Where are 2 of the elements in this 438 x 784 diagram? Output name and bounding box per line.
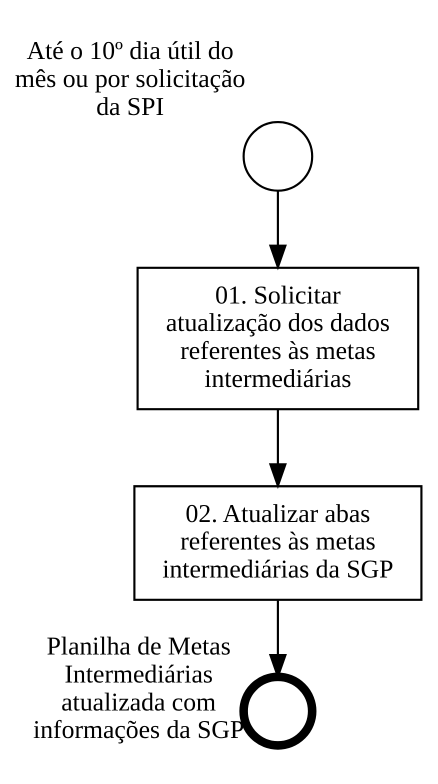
node-label: Até o 10º dia útil do mês ou por solicitação da SPI xyxy=(14,36,246,121)
node-label: Planilha de Metas Intermediárias atualizada com informações da SGP xyxy=(33,632,244,744)
